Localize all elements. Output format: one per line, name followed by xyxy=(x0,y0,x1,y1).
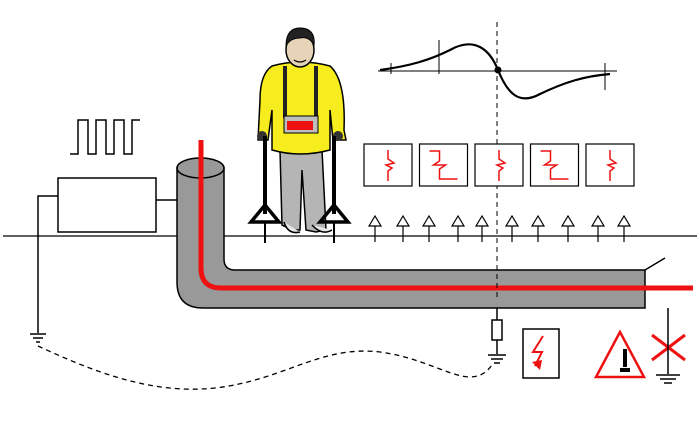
generator-ground-lead xyxy=(37,195,58,333)
ground-probe xyxy=(474,214,490,242)
sensor-panel xyxy=(474,143,524,187)
ground-probe xyxy=(421,214,437,242)
ground-probe xyxy=(616,214,632,242)
cable-conductor xyxy=(198,140,693,291)
square-wave-icon xyxy=(70,119,140,155)
generator-box xyxy=(57,177,157,233)
sensor-trace xyxy=(494,150,507,181)
sensor-panel xyxy=(418,143,469,187)
sensor-trace xyxy=(429,150,458,180)
instrument-display xyxy=(287,121,313,130)
ground-probe xyxy=(504,214,520,242)
sensor-trace xyxy=(540,150,569,180)
ground-probe xyxy=(450,214,466,242)
a-frame-probe-right xyxy=(316,136,352,243)
ground-probe xyxy=(590,214,606,242)
operator-figure xyxy=(257,27,347,234)
probe-row xyxy=(367,214,632,242)
cable-end-right xyxy=(644,257,666,271)
sensor-panel xyxy=(363,143,413,187)
ground-probe xyxy=(395,214,411,242)
sensor-panel-group xyxy=(363,143,635,187)
sensor-panel xyxy=(585,143,635,187)
sensor-trace xyxy=(605,150,618,181)
sensor-panel xyxy=(529,143,580,187)
ground-probe xyxy=(367,214,383,242)
return-path-dashed xyxy=(37,345,493,390)
ground-probe xyxy=(530,214,546,242)
surge-arrester xyxy=(488,308,506,364)
ground-probe xyxy=(560,214,576,242)
ground-symbol xyxy=(656,308,680,384)
lightning-bolt-icon xyxy=(522,328,560,379)
warning-triangle-icon xyxy=(593,329,647,379)
sensor-trace xyxy=(383,150,396,181)
a-frame-probe-left xyxy=(247,136,283,243)
curve-zero-crossing xyxy=(494,66,502,74)
ground-symbol xyxy=(30,333,46,343)
